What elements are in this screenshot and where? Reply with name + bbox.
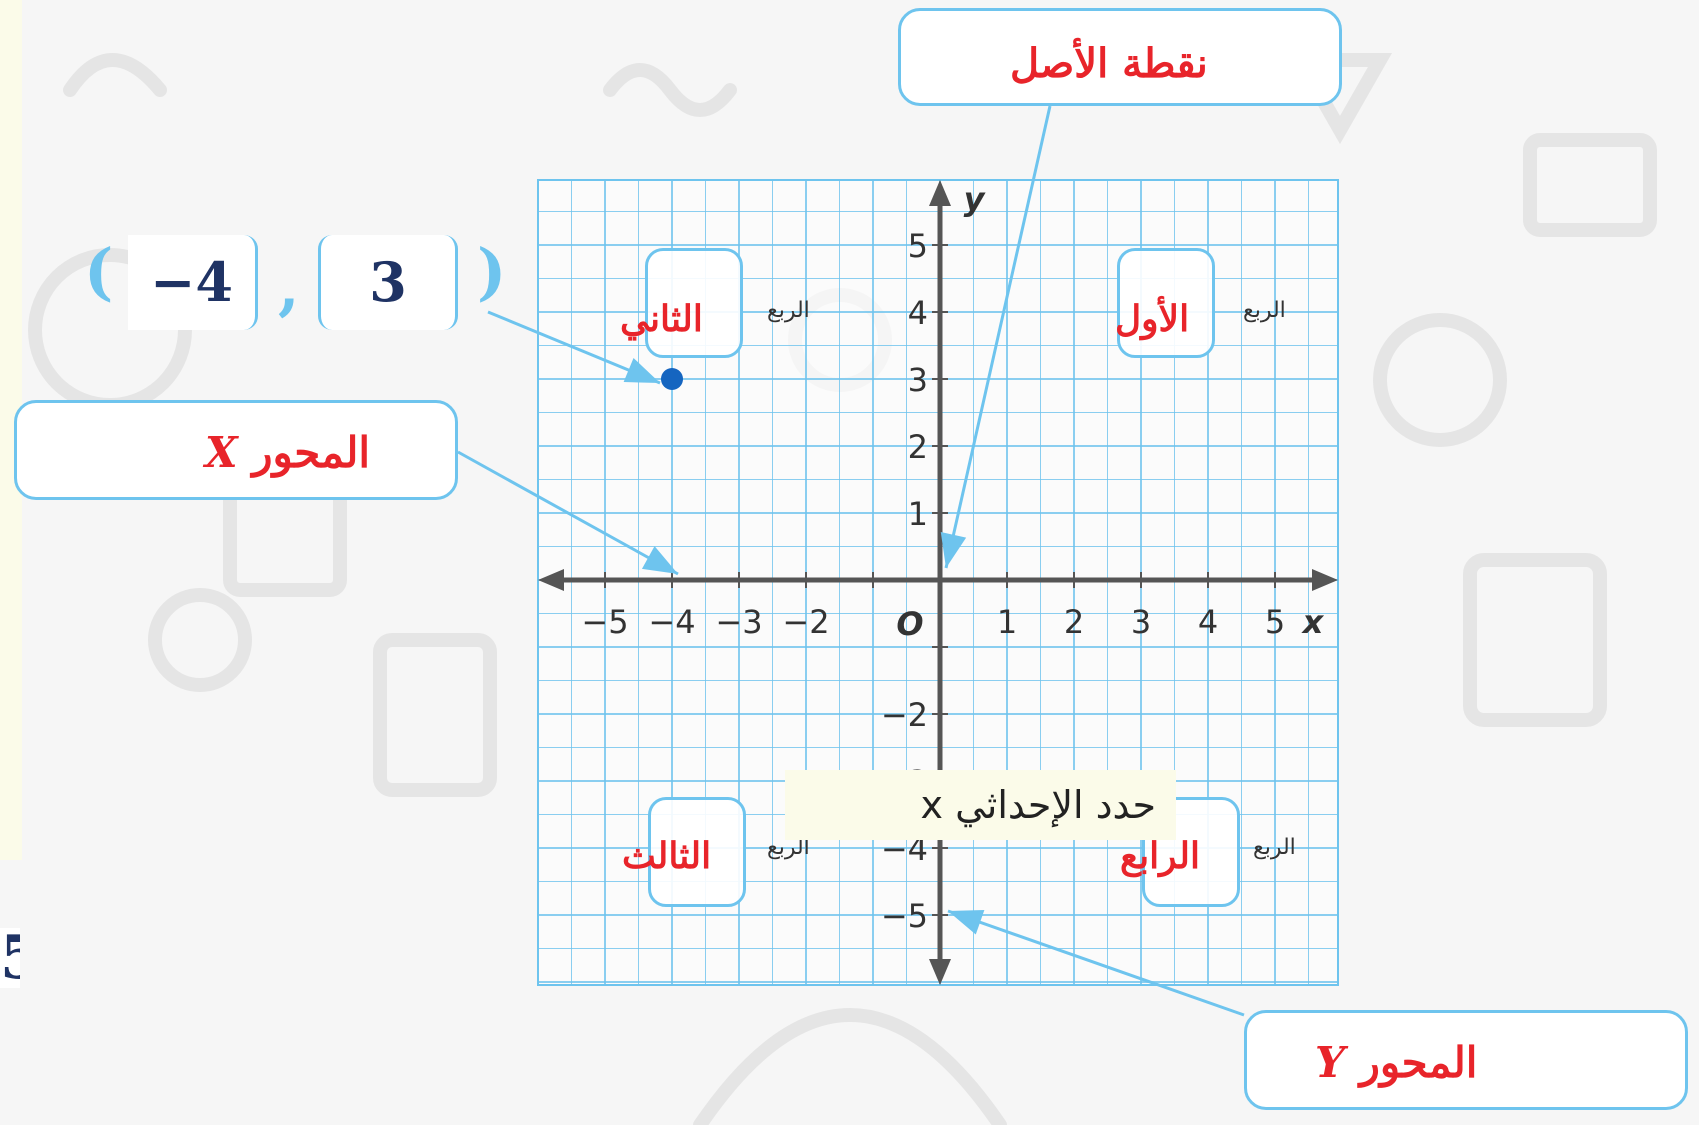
y-coordinate-box: 3	[318, 235, 458, 330]
instruction-text: حدد الإحداثي x	[785, 770, 1176, 840]
quadrant-1-prefix: الربع	[1243, 298, 1286, 323]
x-axis-letter: x	[1301, 603, 1325, 641]
plotted-point	[661, 368, 683, 390]
quadrant-4-word: الرابع	[1120, 835, 1200, 877]
x-tick-label: 1	[997, 603, 1017, 641]
comma: ,	[278, 250, 300, 323]
plotted-points	[661, 368, 683, 390]
quadrant-2-prefix: الربع	[767, 298, 810, 323]
origin-tick-label: O	[896, 605, 923, 643]
quadrant-1-word: الأول	[1115, 298, 1189, 340]
y-tick-label: 2	[908, 428, 928, 466]
x-tick-label: −3	[715, 603, 762, 641]
close-paren: )	[477, 235, 506, 308]
quadrant-4-prefix: الربع	[1253, 835, 1296, 860]
x-axis-label: X المحور	[205, 428, 370, 477]
y-axis-word: المحور	[1360, 1038, 1478, 1087]
x-tick-label: −4	[648, 603, 695, 641]
x-coordinate-box: −4	[128, 235, 258, 330]
y-tick-label: 3	[908, 361, 928, 399]
quadrant-2-word: الثاني	[620, 298, 703, 340]
x-tick-label: 2	[1064, 603, 1084, 641]
x-tick-label: −2	[782, 603, 829, 641]
x-axis-var: X	[205, 428, 238, 477]
y-tick-label: −2	[881, 696, 928, 734]
y-tick-label: −5	[881, 897, 928, 935]
y-tick-label: 4	[908, 294, 928, 332]
partial-digit: 5	[0, 928, 20, 988]
y-tick-label: 1	[908, 495, 928, 533]
x-axis-word: المحور	[252, 428, 370, 477]
x-tick-label: −5	[581, 603, 628, 641]
x-tick-label: 3	[1131, 603, 1151, 641]
open-paren: (	[84, 235, 113, 308]
x-tick-label: 4	[1198, 603, 1218, 641]
y-axis-label: Y المحور	[1315, 1038, 1477, 1087]
quadrant-3-word: الثالث	[622, 835, 711, 877]
y-tick-label: 5	[908, 227, 928, 265]
y-axis-letter: y	[964, 180, 986, 218]
origin-label: نقطة الأصل	[1010, 40, 1208, 87]
y-axis-var: Y	[1315, 1038, 1345, 1087]
x-tick-label: 5	[1265, 603, 1285, 641]
